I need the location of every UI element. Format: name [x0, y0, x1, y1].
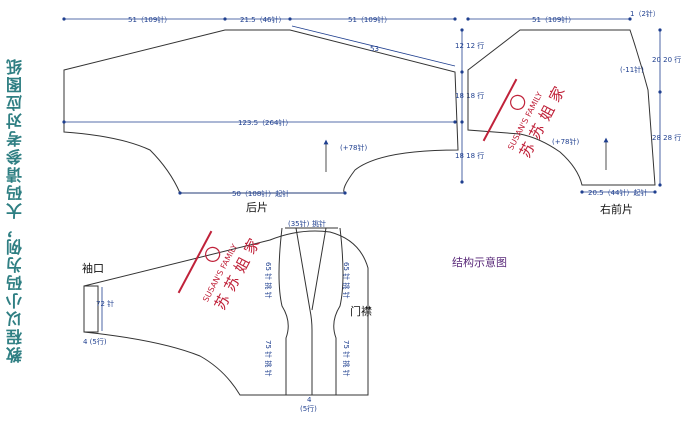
- back-diagonal-dim-line: [291, 25, 456, 67]
- placket-bottom-rows: (5行): [300, 404, 317, 413]
- back-outline: [63, 29, 459, 194]
- front-bottom-dim: 20.5（44针）起针: [588, 188, 648, 197]
- watermark-bottom: SUSAN'S FAMILY 苏苏姐家: [177, 230, 266, 313]
- back-right-mid-dim: 18 18 行: [455, 91, 484, 100]
- front-top-small-dim: 1（2针）: [630, 9, 660, 18]
- placket-left-upper-dim: 65 针 挑 针: [264, 262, 273, 299]
- back-right-top-dim: 12 12 行: [455, 41, 484, 50]
- placket-outer: [278, 227, 344, 395]
- back-center-dim: 123.5（264针）: [238, 118, 292, 127]
- front-neck-dim: (-11针): [620, 65, 644, 74]
- sleeve-height-dim: 72 针: [96, 299, 114, 308]
- sleeve-piece: 72 针 4 (5行) 袖口: [82, 230, 369, 396]
- placket-inner: [295, 227, 327, 395]
- sleeve-outline: [83, 230, 369, 396]
- right-front-outline: [467, 29, 656, 186]
- front-top-dim: 51（109针）: [532, 15, 575, 24]
- back-piece: 51（109针） 21.5（46针） 51（109针） 53 123.5（264…: [62, 15, 484, 214]
- placket-top-dim: (35针): [288, 219, 310, 228]
- back-right-bottom-dim: 18 18 行: [455, 151, 484, 160]
- placket-right-upper-dim: 65 针 挑 针: [342, 262, 351, 299]
- sleeve-bottom-dim: 4 (5行): [83, 337, 107, 346]
- watermark-yarn-icon-2: [205, 246, 221, 262]
- watermark-yarn-icon: [510, 94, 526, 110]
- sleeve-cuff: [83, 285, 99, 333]
- watermark-top: SUSAN'S FAMILY 苏苏姐家: [482, 78, 571, 161]
- back-top-right-dim: 51（109针）: [348, 15, 391, 24]
- right-front-label: 右前片: [600, 202, 633, 216]
- sleeve-label: 袖口: [82, 261, 104, 275]
- back-underarm-dim: (+78针): [340, 143, 368, 152]
- right-front-piece: 51（109针） 1（2针） (-11针) 20 20 行 28 28 行 (+…: [466, 9, 681, 216]
- front-underarm-dim: (+78针): [552, 137, 580, 146]
- placket-top-pick: 挑针: [312, 219, 326, 228]
- front-right-top-dim: 20 20 行: [652, 55, 681, 64]
- back-bottom-dim: 50（108针）起针: [232, 189, 289, 198]
- placket-bottom-dim: 4: [307, 396, 312, 404]
- back-diagonal-dim: 53: [370, 45, 379, 53]
- diagram-caption: 结构示意图: [452, 255, 507, 269]
- front-right-bottom-dim: 28 28 行: [652, 133, 681, 142]
- placket-piece: (35针) 挑针 65 针 挑 针 65 针 挑 针 75 针 挑 针 75 针…: [264, 219, 372, 413]
- placket-label: 门襟: [350, 304, 372, 318]
- back-top-left-dim: 51（109针）: [128, 15, 171, 24]
- side-title: 教程以小码为例，大码请参考对应图纸: [6, 57, 25, 363]
- placket-right-lower-dim: 75 针 挑 针: [342, 340, 351, 377]
- back-label: 后片: [246, 201, 268, 214]
- placket-left-lower-dim: 75 针 挑 针: [264, 340, 273, 377]
- back-top-mid-dim: 21.5（46针）: [240, 15, 286, 24]
